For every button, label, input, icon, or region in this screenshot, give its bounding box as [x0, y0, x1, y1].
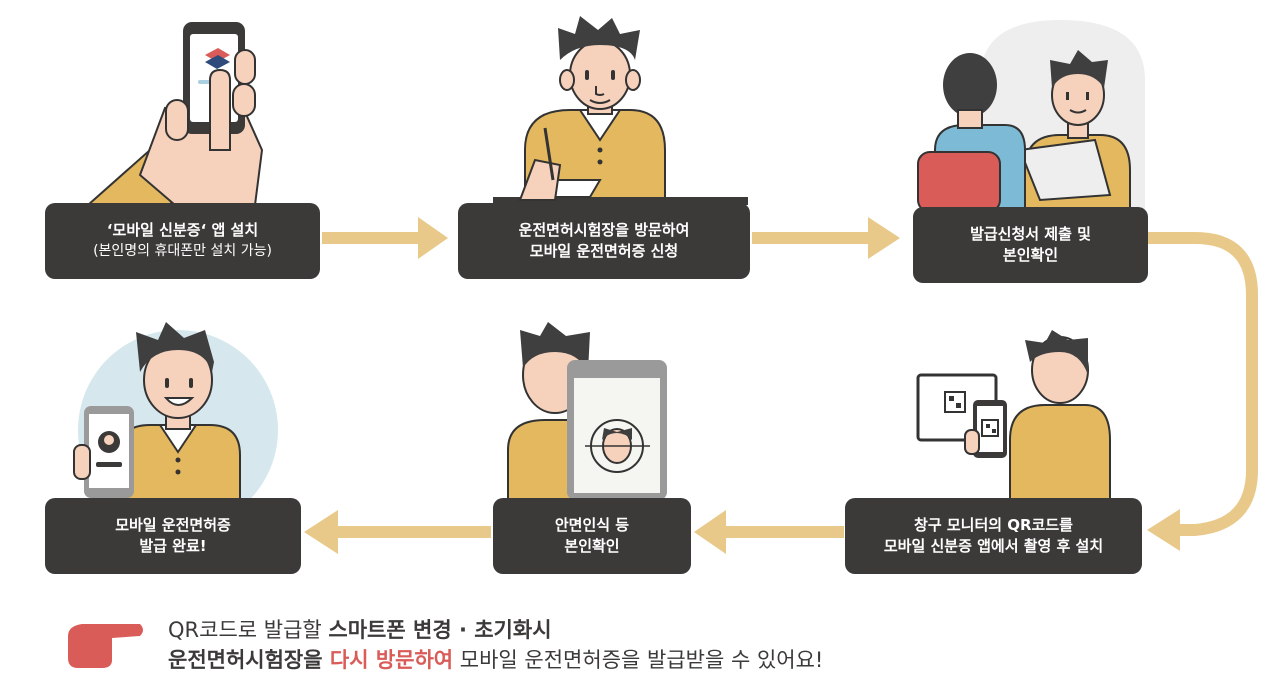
step1-box: ‘모바일 신분증‘ 앱 설치 (본인명의 휴대폰만 설치 가능) [45, 203, 320, 279]
step5-box: 안면인식 등 본인확인 [493, 498, 691, 574]
step6-title: 모바일 운전면허증 [115, 516, 231, 534]
note-line-1: QR코드로 발급할 스마트폰 변경 · 초기화시 [168, 615, 1268, 645]
step1-title: ‘모바일 신분증‘ 앱 설치 [106, 221, 259, 239]
arrow-step2-to-step3 [752, 217, 900, 259]
phone-install-illustration [85, 22, 264, 206]
step4-subtitle: 모바일 신분증 앱에서 촬영 후 설치 [883, 537, 1104, 555]
step6-subtitle: 발급 완료! [139, 537, 207, 555]
step4-title: 창구 모니터의 QR코드를 [914, 516, 1073, 534]
arrow-step4-to-step5 [694, 510, 844, 554]
reissue-note: QR코드로 발급할 스마트폰 변경 · 초기화시 운전면허시험장을 다시 방문하… [168, 615, 1268, 675]
note-line-2: 운전면허시험장을 다시 방문하여 모바일 운전면허증을 발급받을 수 있어요! [168, 645, 1268, 675]
arrow-step5-to-step6 [304, 510, 491, 554]
step6-box: 모바일 운전면허증 발급 완료! [45, 498, 301, 574]
step1-subtitle: (본인명의 휴대폰만 설치 가능) [93, 243, 272, 259]
issued-license-illustration [73, 322, 278, 530]
note-line1-bold: 스마트폰 변경 · 초기화시 [328, 618, 552, 642]
arrow-step1-to-step2 [322, 217, 448, 259]
step3-title: 발급신청서 제출 및 [970, 225, 1091, 243]
step2-subtitle: 모바일 운전면허증 신청 [529, 242, 679, 260]
note-line1-plain: QR코드로 발급할 [168, 618, 329, 642]
face-recognition-illustration [507, 322, 667, 501]
qr-scan-illustration [916, 330, 1111, 501]
step5-subtitle: 본인확인 [564, 537, 620, 555]
step5-title: 안면인식 등 [554, 516, 630, 534]
applicant-writing-illustration [493, 16, 748, 205]
flow-arrows [304, 217, 1258, 554]
arrow-step3-to-step4 [1148, 232, 1258, 536]
step4-box: 창구 모니터의 QR코드를 모바일 신분증 앱에서 촬영 후 설치 [845, 498, 1142, 574]
note-line2-bold: 운전면허시험장을 [168, 648, 330, 672]
arrow-head-step4 [1147, 509, 1180, 551]
pointing-hand-icon [68, 624, 143, 668]
step3-subtitle: 본인확인 [1002, 246, 1059, 264]
note-line2-plain: 모바일 운전면허증을 발급받을 수 있어요! [453, 648, 824, 672]
note-line2-highlight: 다시 방문하여 [329, 648, 454, 672]
step2-box: 운전면허시험장을 방문하여 모바일 운전면허증 신청 [458, 203, 750, 279]
step3-box: 발급신청서 제출 및 본인확인 [913, 207, 1148, 283]
step2-title: 운전면허시험장을 방문하여 [518, 221, 690, 239]
counter-verification-illustration [917, 20, 1145, 213]
